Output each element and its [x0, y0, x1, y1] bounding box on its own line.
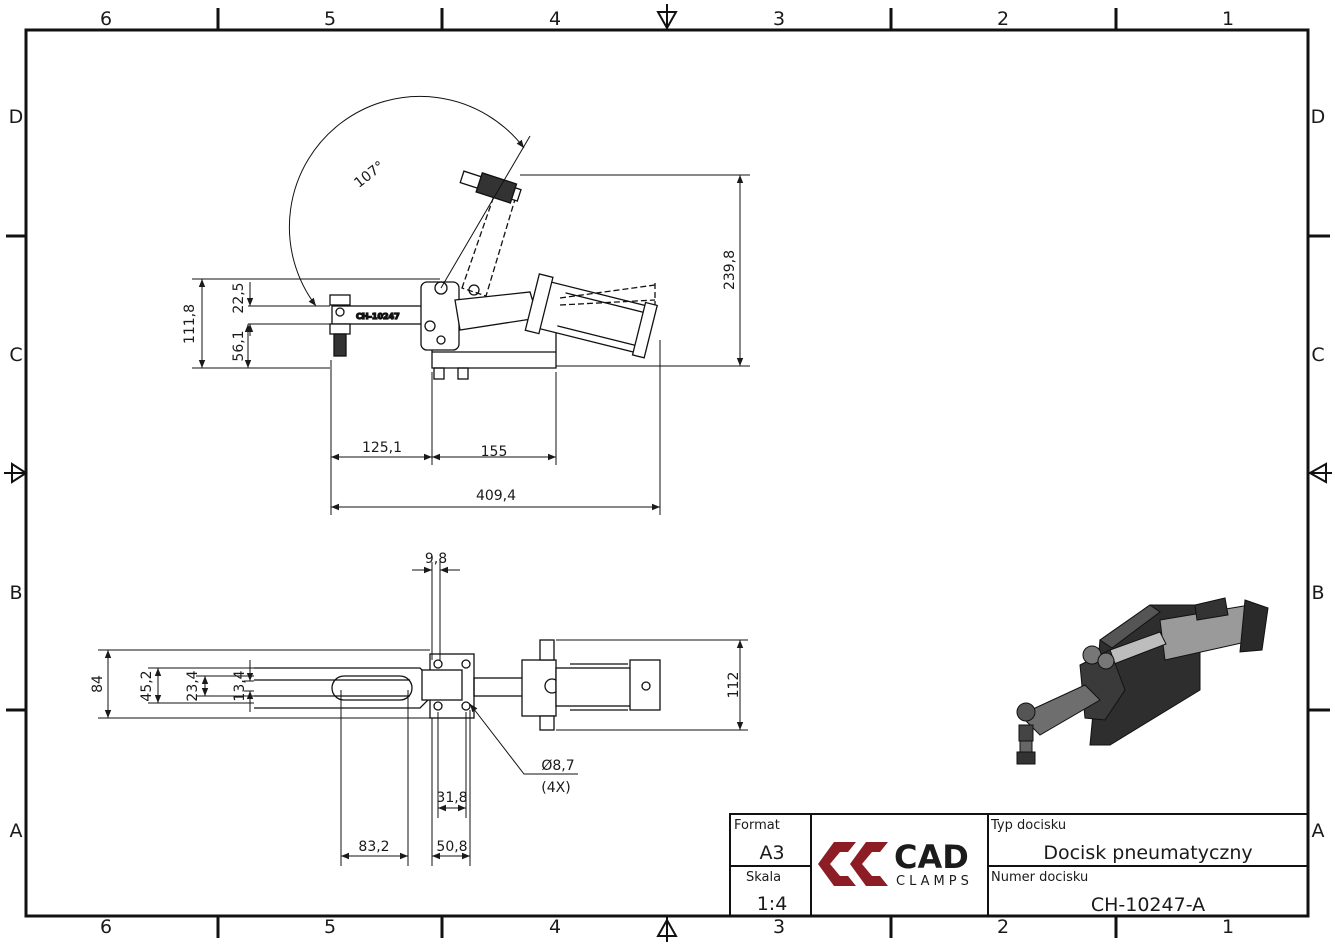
zone-top-4: 4: [549, 8, 561, 30]
zone-top-3: 3: [773, 8, 785, 30]
dim-45-2: 45,2: [139, 670, 155, 701]
dim-22-5: 22,5: [231, 282, 247, 313]
side-view: CH-10247: [329, 170, 659, 380]
scale-label: Skala: [746, 870, 781, 885]
dim-111-8: 111,8: [182, 304, 198, 344]
zone-right-c: C: [1311, 344, 1324, 366]
type-label: Typ docisku: [990, 818, 1066, 833]
dim-9-8: 9,8: [425, 551, 447, 567]
drawing-frame: [4, 4, 1332, 942]
top-view: [254, 639, 661, 731]
cad-clamps-logo: CAD CLAMPS: [818, 838, 973, 889]
spindle: [333, 333, 347, 357]
zone-bottom-2: 2: [997, 916, 1009, 938]
dim-50-8: 50,8: [436, 839, 467, 855]
scale-value: 1:4: [757, 893, 788, 915]
isometric-view: [1016, 597, 1269, 765]
zone-top-6: 6: [100, 8, 112, 30]
format-label: Format: [734, 818, 780, 833]
number-value: CH-10247-A: [1091, 894, 1205, 916]
spindle-nut: [329, 294, 351, 306]
pneumatic-cylinder: [524, 273, 659, 359]
dim-hole-count: (4X): [541, 780, 570, 796]
zone-bottom-5: 5: [324, 916, 336, 938]
format-value: A3: [759, 842, 784, 864]
number-label: Numer docisku: [991, 870, 1088, 885]
zone-labels: 6 5 4 3 2 1 6 5 4 3 2 1 D C B A D C B A: [9, 8, 1326, 938]
zone-bottom-3: 3: [773, 916, 785, 938]
top-dimension-labels: 9,8 84 45,2 23,4 13,4 112 Ø8,7 (4X) 31,8…: [90, 551, 742, 855]
zone-left-b: B: [9, 582, 22, 604]
zone-bottom-6: 6: [100, 916, 112, 938]
dim-31-8: 31,8: [436, 790, 467, 806]
dim-239-8: 239,8: [722, 250, 738, 290]
dim-83-2: 83,2: [358, 839, 389, 855]
zone-right-d: D: [1311, 106, 1326, 128]
type-value: Docisk pneumatyczny: [1043, 842, 1252, 864]
dim-hole-diameter: Ø8,7: [541, 758, 574, 774]
side-dimensions: [192, 95, 750, 515]
top-dimensions: [98, 562, 748, 866]
dim-125-1: 125,1: [362, 440, 402, 456]
dim-13-4: 13,4: [232, 670, 248, 701]
logo-subtext: CLAMPS: [896, 874, 973, 889]
zone-bottom-4: 4: [549, 916, 561, 938]
dim-56-1: 56,1: [231, 330, 247, 361]
arm-plate: [254, 667, 433, 709]
dim-23-4: 23,4: [185, 670, 201, 701]
zone-left-d: D: [9, 106, 24, 128]
zone-left-a: A: [10, 820, 23, 842]
zone-top-5: 5: [324, 8, 336, 30]
dim-409-4: 409,4: [476, 488, 516, 504]
dim-155: 155: [481, 444, 508, 460]
part-label: CH-10247: [356, 312, 400, 321]
angle-dim: 107°: [351, 158, 387, 191]
zone-right-b: B: [1311, 582, 1324, 604]
logo-text: CAD: [894, 838, 969, 876]
dim-112: 112: [726, 672, 742, 699]
dim-84: 84: [90, 675, 106, 693]
cylinder-top: [555, 667, 635, 707]
title-block-text: Format A3 Skala 1:4 Typ docisku Docisk p…: [734, 818, 1253, 916]
zone-top-2: 2: [997, 8, 1009, 30]
zone-right-a: A: [1312, 820, 1325, 842]
title-block: [729, 813, 1309, 917]
zone-left-c: C: [9, 344, 22, 366]
zone-top-1: 1: [1222, 8, 1234, 30]
zone-bottom-1: 1: [1222, 916, 1234, 938]
